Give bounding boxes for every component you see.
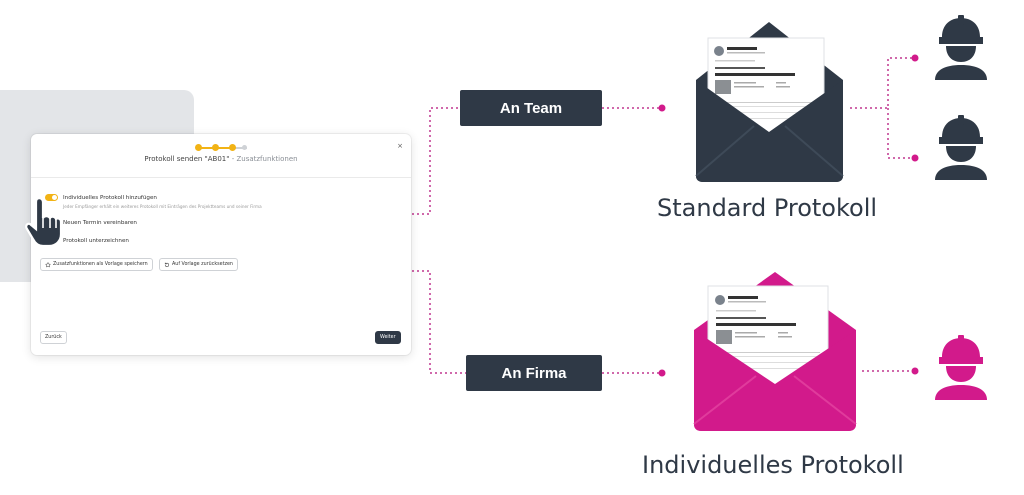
open-envelope-icon bbox=[695, 22, 844, 182]
divider bbox=[31, 177, 411, 178]
connector-dot bbox=[911, 154, 919, 162]
construction-worker-icon bbox=[935, 15, 987, 80]
step-dot-4 bbox=[242, 145, 247, 150]
reset-template-button[interactable]: Auf Vorlage zurücksetzen bbox=[159, 258, 238, 271]
connector-dot bbox=[911, 54, 919, 62]
option-individual-label: Individuelles Protokoll hinzufügen bbox=[63, 195, 157, 201]
open-envelope-icon bbox=[693, 272, 857, 431]
construction-worker-icon bbox=[935, 335, 987, 400]
connector-dot bbox=[911, 367, 919, 375]
dialog-title-main: Protokoll senden "AB01" bbox=[144, 155, 230, 163]
dialog-title: Protokoll senden "AB01" - Zusatzfunktion… bbox=[31, 155, 411, 163]
label-individual-protocol: Individuelles Protokoll bbox=[642, 451, 904, 479]
save-as-template-label: Zusatzfunktionen als Vorlage speichern bbox=[53, 262, 148, 267]
back-button[interactable]: Zurück bbox=[40, 331, 67, 344]
label-standard-protocol: Standard Protokoll bbox=[657, 194, 878, 222]
construction-worker-icon bbox=[935, 115, 987, 180]
save-as-template-button[interactable]: Zusatzfunktionen als Vorlage speichern bbox=[40, 258, 153, 271]
reset-icon bbox=[164, 262, 170, 267]
step-dot-2 bbox=[212, 144, 219, 151]
pointing-hand-icon bbox=[25, 197, 63, 248]
stepper bbox=[195, 144, 247, 152]
option-new-appointment-label[interactable]: Neuen Termin vereinbaren bbox=[63, 220, 137, 226]
send-protocol-dialog: Protokoll senden "AB01" - Zusatzfunktion… bbox=[31, 134, 411, 355]
individual-protocol-toggle[interactable] bbox=[45, 194, 58, 201]
line-envelope-to-worker-1 bbox=[850, 57, 912, 109]
line-dialog-to-firm bbox=[412, 270, 466, 374]
connector-dot bbox=[658, 369, 666, 377]
option-sign-protocol-label[interactable]: Protokoll unterzeichnen bbox=[63, 238, 129, 244]
line-dialog-to-team bbox=[412, 107, 460, 215]
step-dot-1 bbox=[195, 144, 202, 151]
dialog-title-sub: - Zusatzfunktionen bbox=[229, 155, 298, 163]
close-icon[interactable]: × bbox=[397, 142, 403, 150]
reset-template-label: Auf Vorlage zurücksetzen bbox=[172, 262, 233, 267]
next-button[interactable]: Weiter bbox=[375, 331, 401, 344]
pill-an-team: An Team bbox=[460, 90, 602, 126]
star-icon bbox=[45, 261, 51, 268]
step-dot-3 bbox=[229, 144, 236, 151]
connector-dot bbox=[658, 104, 666, 112]
line-envelope-to-worker-2 bbox=[887, 108, 912, 159]
option-individual-description: Jeder Empfänger erhält ein weiteres Prot… bbox=[63, 204, 262, 209]
pill-an-firma: An Firma bbox=[466, 355, 602, 391]
